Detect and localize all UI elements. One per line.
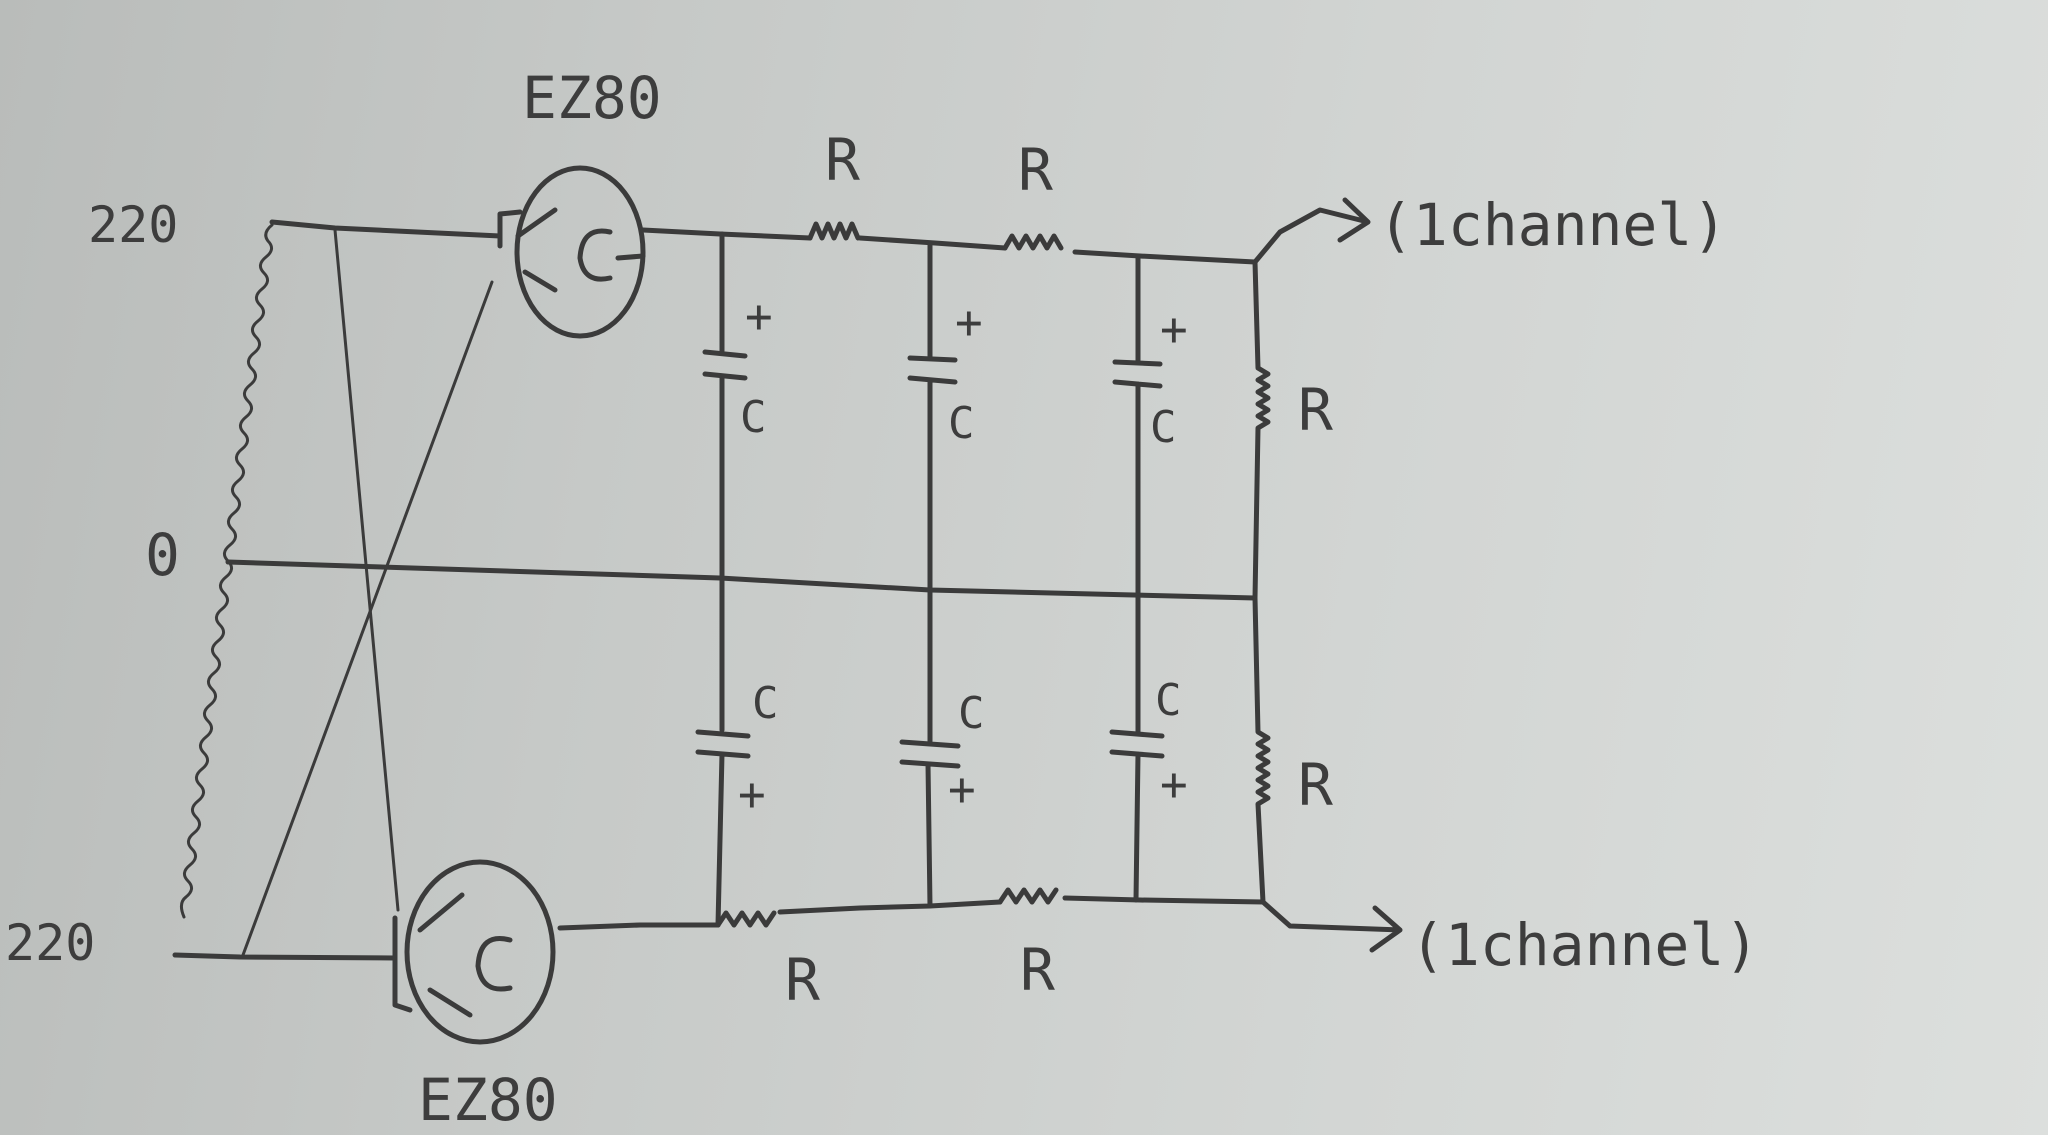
resistor-bottom-2 <box>997 887 1059 905</box>
resistor-bottom-1 <box>715 910 777 928</box>
capacitor-label-top-1: C <box>740 392 767 443</box>
bottom-rectifier-tube <box>392 859 556 1045</box>
input-label-top: 220 <box>88 196 178 254</box>
capacitor-bottom-1 <box>695 565 751 928</box>
arrow-bottom-output <box>1260 899 1403 953</box>
plus-top-2: + <box>955 295 983 349</box>
resistor-label-top-1: R <box>825 126 860 194</box>
wire-bottom-rail-3 <box>1062 895 1266 905</box>
plus-top-3: + <box>1160 302 1188 356</box>
capacitor-top-1 <box>702 231 748 571</box>
wire-top-rail-3 <box>1072 249 1258 265</box>
wire-bottom-rail <box>557 922 721 931</box>
capacitor-label-bottom-1: C <box>752 678 779 729</box>
resistor-top-1 <box>807 221 861 241</box>
output-label-top: (1channel) <box>1378 191 1727 259</box>
transformer-coil <box>179 223 274 919</box>
capacitor-bottom-2 <box>899 587 961 909</box>
capacitor-label-bottom-3: C <box>1155 675 1182 726</box>
input-label-bottom: 220 <box>5 914 95 972</box>
capacitor-label-top-3: C <box>1150 402 1177 453</box>
wire-top-rail-2 <box>857 235 1008 251</box>
resistor-label-top-2: R <box>1018 136 1053 204</box>
wire-top-rail <box>640 227 813 241</box>
wire-top-input <box>269 219 503 239</box>
capacitor-top-3 <box>1112 253 1163 601</box>
input-label-center: 0 <box>145 521 180 589</box>
wire-bottom-input <box>172 952 398 961</box>
plus-bottom-3: + <box>1160 757 1188 811</box>
capacitor-label-top-2: C <box>948 398 975 449</box>
capacitor-bottom-3 <box>1109 595 1165 903</box>
resistor-right-top <box>1252 259 1271 601</box>
wire-cross-2 <box>241 280 494 957</box>
resistor-label-right-top: R <box>1298 376 1333 444</box>
capacitor-top-2 <box>907 240 958 593</box>
wire-cross-1 <box>333 228 400 912</box>
tube-label-bottom: EZ80 <box>418 1066 558 1134</box>
wire-center-tap <box>225 559 1258 601</box>
wire-bottom-rail-2 <box>777 899 1003 915</box>
plus-top-1: + <box>745 289 773 343</box>
arrow-top-output <box>1252 197 1371 265</box>
output-label-bottom: (1channel) <box>1410 911 1759 979</box>
top-rectifier-tube <box>497 165 646 339</box>
plus-bottom-2: + <box>948 762 976 816</box>
resistor-label-right-bottom: R <box>1298 751 1333 819</box>
capacitor-label-bottom-2: C <box>958 688 985 739</box>
resistor-right-bottom <box>1252 595 1271 905</box>
plus-bottom-1: + <box>738 767 766 821</box>
resistor-top-2 <box>1002 233 1064 251</box>
resistor-label-bottom-1: R <box>785 946 820 1014</box>
resistor-label-bottom-2: R <box>1020 936 1055 1004</box>
tube-label-top: EZ80 <box>522 64 662 132</box>
